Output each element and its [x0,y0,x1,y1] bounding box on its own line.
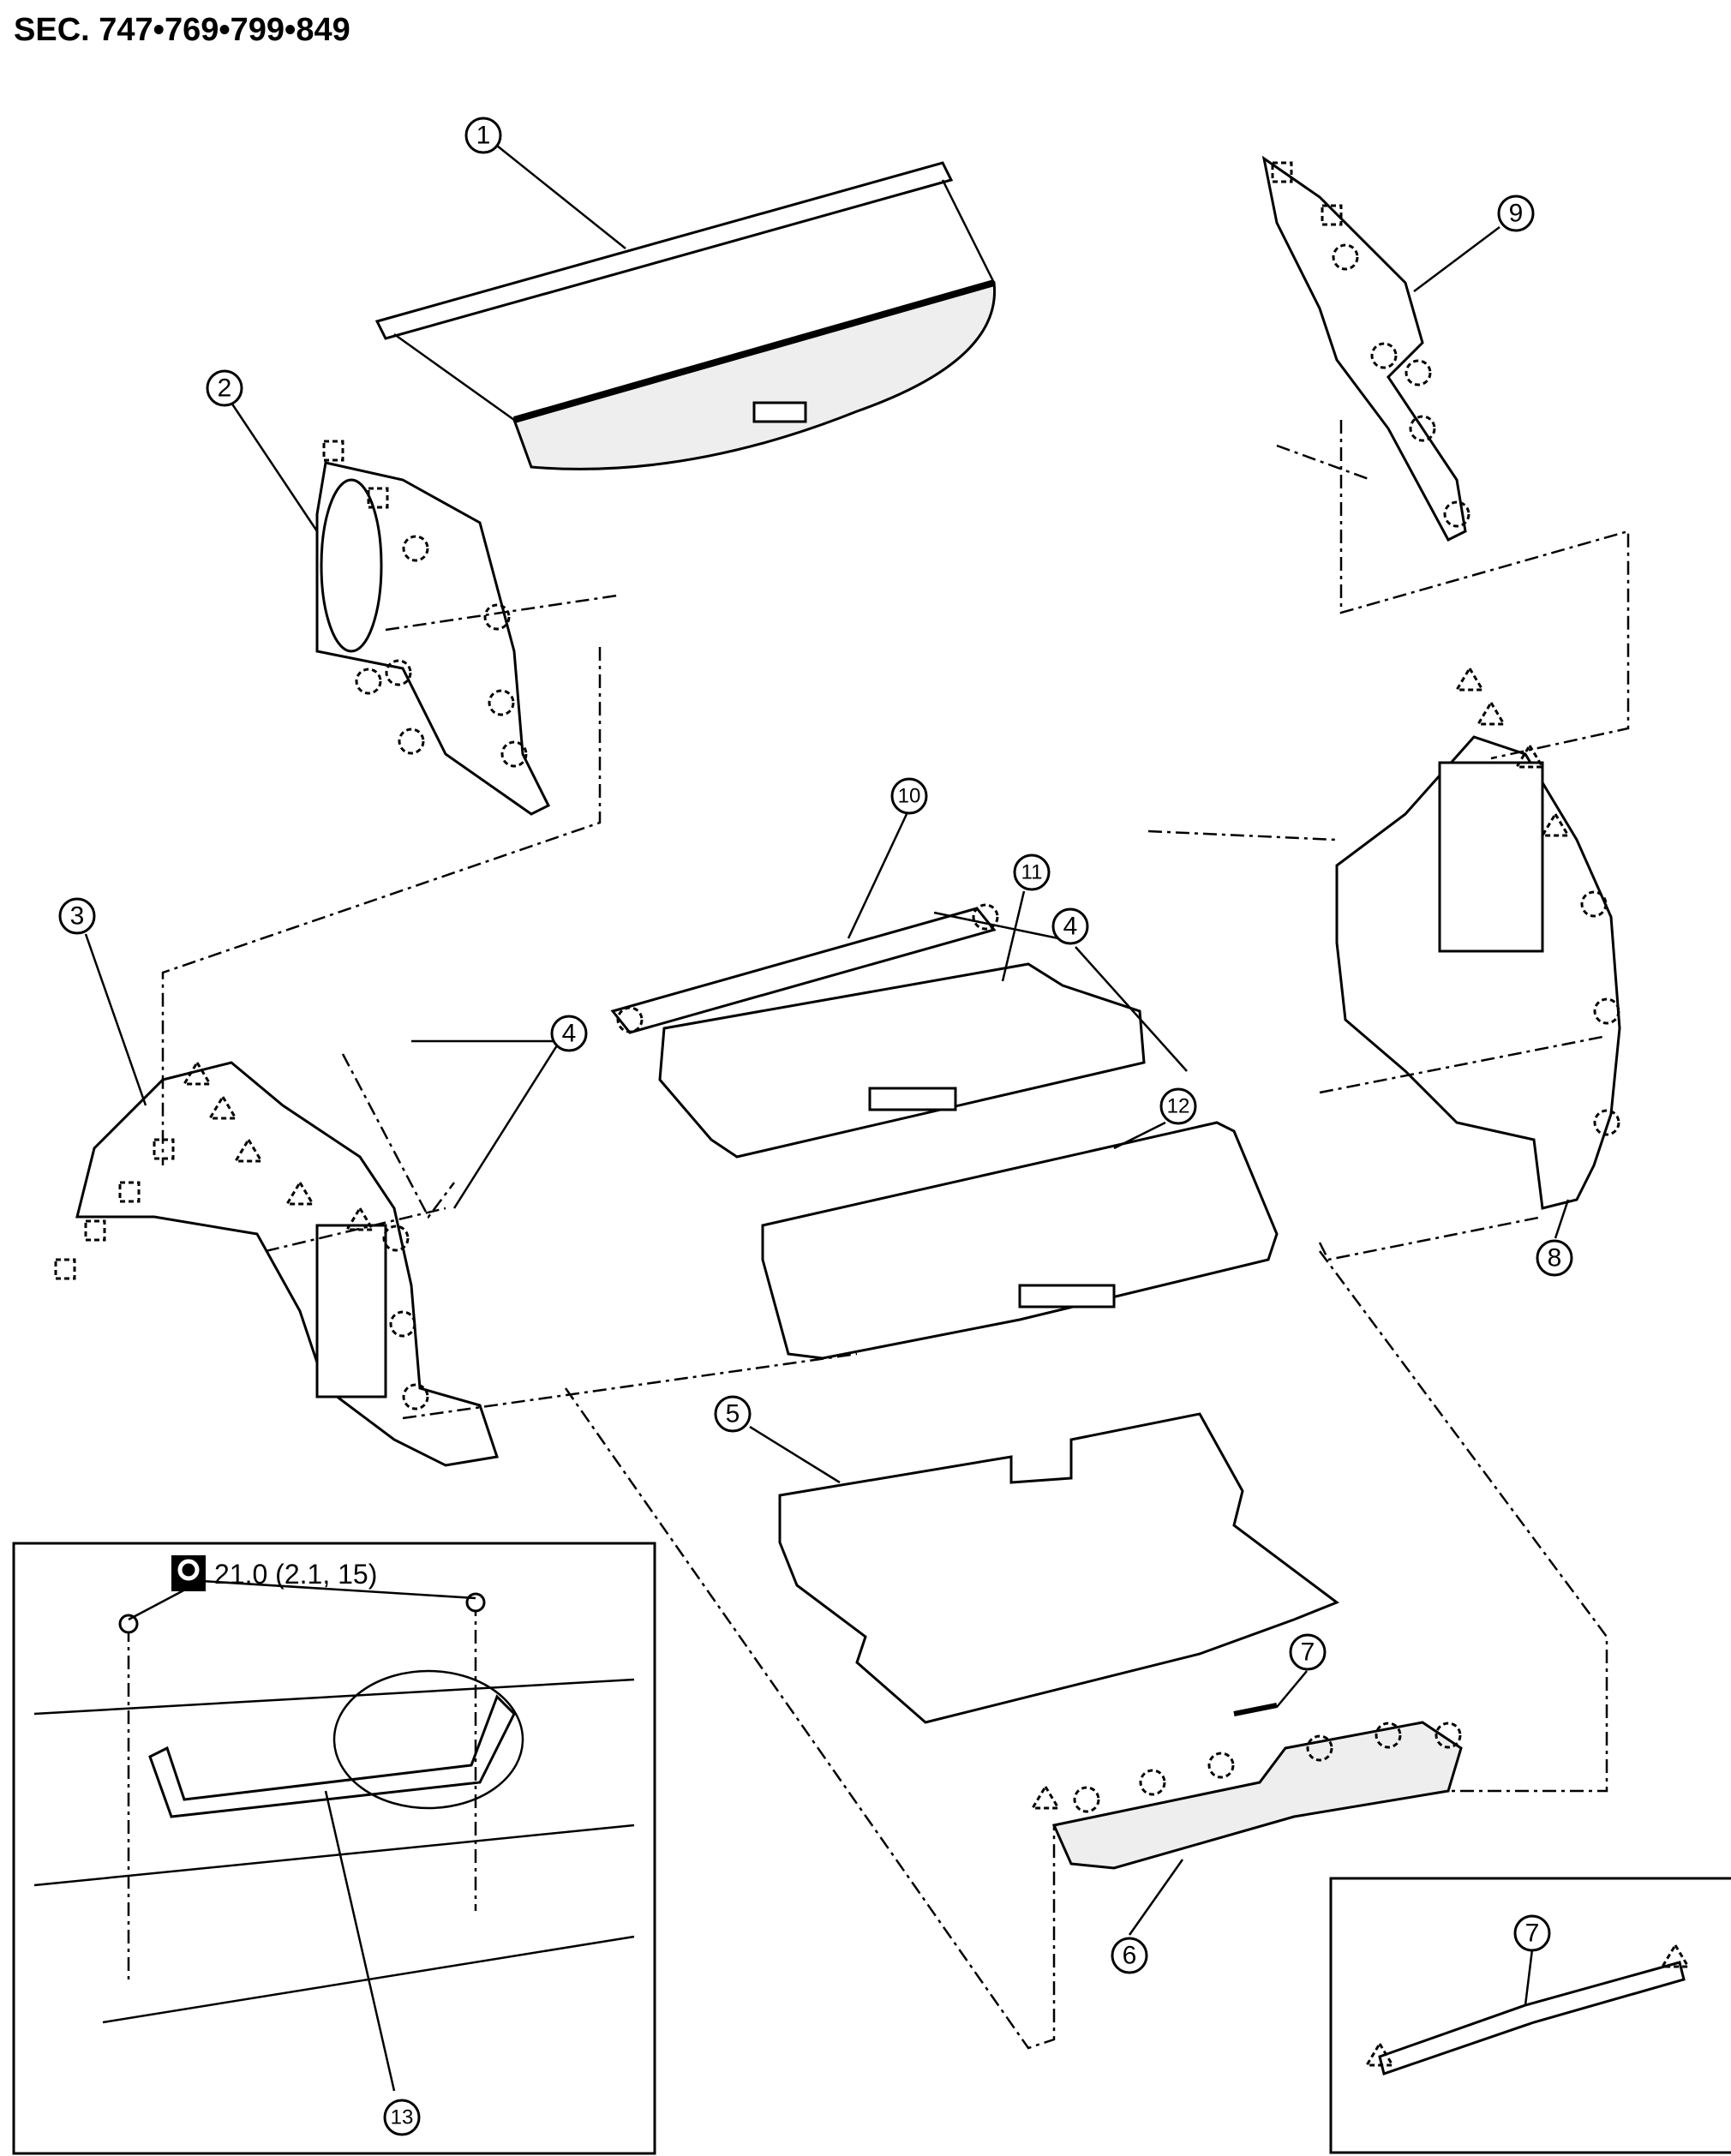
callout-3: 3 [58,897,96,935]
torque-spec: 21.0 (2.1, 15) [214,1559,377,1590]
callout-6: 6 [1111,1937,1148,1974]
part-9-upper-rear-pillar-trim-rh [1261,155,1467,542]
svg-text:4: 4 [562,1020,577,1048]
svg-text:8: 8 [1548,1244,1562,1273]
callout-10: 10 [890,777,928,815]
part-5-luggage-floor-carpet [778,1412,1340,1724]
section-title: SEC. 747•769•799•849 [14,12,350,48]
callout-leaders [84,145,1570,1936]
svg-text:7: 7 [1301,1638,1315,1667]
part-7-strip [1233,1703,1278,1716]
part-13-floor-bar [33,1579,635,2092]
part-12-luggage-floor-board-lower [761,1121,1279,1360]
callout-7-inset: 7 [1513,1914,1551,1952]
svg-text:11: 11 [1021,861,1043,884]
svg-text:6: 6 [1123,1942,1137,1970]
inset-box-floor-bar [12,1542,656,2155]
svg-text:2: 2 [218,374,232,403]
callout-2: 2 [206,369,243,407]
svg-text:10: 10 [898,785,921,808]
part-8-luggage-side-lower-finisher-rh [1335,735,1621,1210]
part-1-tonneau-cover [374,161,997,470]
svg-text:5: 5 [726,1400,740,1428]
callout-4b: 4 [550,1015,588,1052]
part-7-strip-detail [1378,1961,1686,2075]
callout-4a: 4 [1051,907,1089,945]
part-3-luggage-side-lower-finisher-lh [75,1061,499,1467]
callout-12: 12 [1159,1087,1197,1125]
wrench-torque-icon [171,1555,206,1591]
callout-11: 11 [1013,853,1051,891]
clip-markers [54,161,1620,1813]
svg-text:1: 1 [476,122,491,150]
part-10-luggage-board-rod [610,907,997,1034]
svg-text:9: 9 [1509,200,1524,228]
assembly-lines [161,420,1630,2050]
callout-13: 13 [383,2099,421,2136]
callout-7: 7 [1289,1633,1327,1671]
inset-box-strip [1329,1877,1731,2154]
callout-9: 9 [1497,195,1535,232]
callout-8: 8 [1536,1239,1573,1277]
svg-text:3: 3 [70,902,85,931]
svg-text:7: 7 [1525,1919,1540,1948]
callout-1: 1 [464,117,502,154]
part-11-luggage-floor-board-upper [658,962,1146,1159]
svg-text:13: 13 [391,2106,414,2129]
callout-5: 5 [714,1395,752,1433]
part-6-rear-kicking-plate [1051,1721,1463,1870]
svg-text:4: 4 [1063,913,1078,941]
svg-text:12: 12 [1167,1095,1190,1118]
